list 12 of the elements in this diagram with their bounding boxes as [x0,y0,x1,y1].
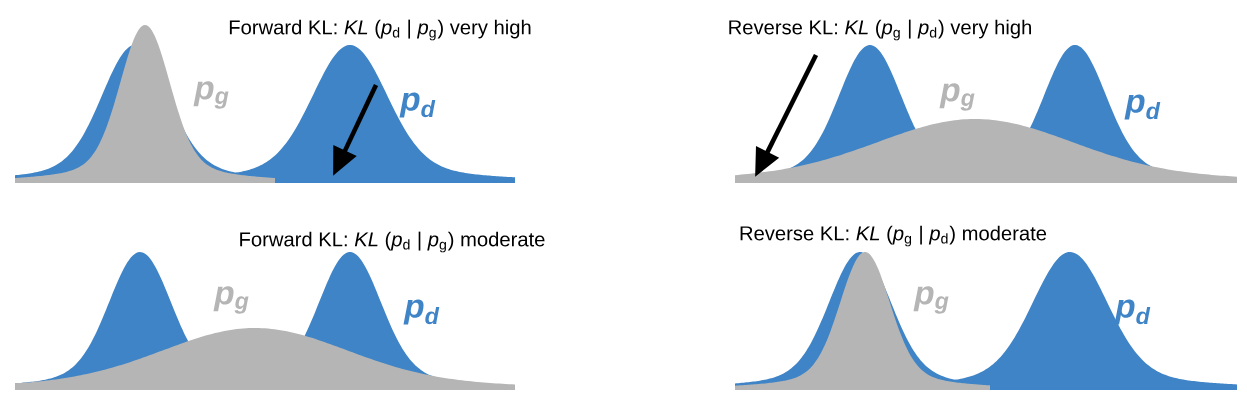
caption: Reverse KL: KL (p$_{g}$ | p$_{d}$) moderate [740,225,1047,247]
curve-label: p$_{d}$ [399,92,436,118]
caption: Reverse KL: KL (p$_{g}$ | p$_{d}$) very high [729,19,1031,41]
curve-label: p$_{d}$ [403,299,440,325]
curve-label: p$_{g}$ [913,286,949,314]
curve-label: p$_{g}$ [939,83,975,111]
curve-label: p$_{g}$ [213,286,249,314]
curve-label: p$_{g}$ [193,81,229,109]
curve-label: p$_{d}$ [1114,299,1151,325]
curve-label: p$_{d}$ [1124,94,1161,120]
caption: Forward KL: KL (p$_{d}$ | p$_{g}$) very high [229,19,531,41]
caption: Forward KL: KL (p$_{d}$ | p$_{g}$) moderate [240,231,545,253]
